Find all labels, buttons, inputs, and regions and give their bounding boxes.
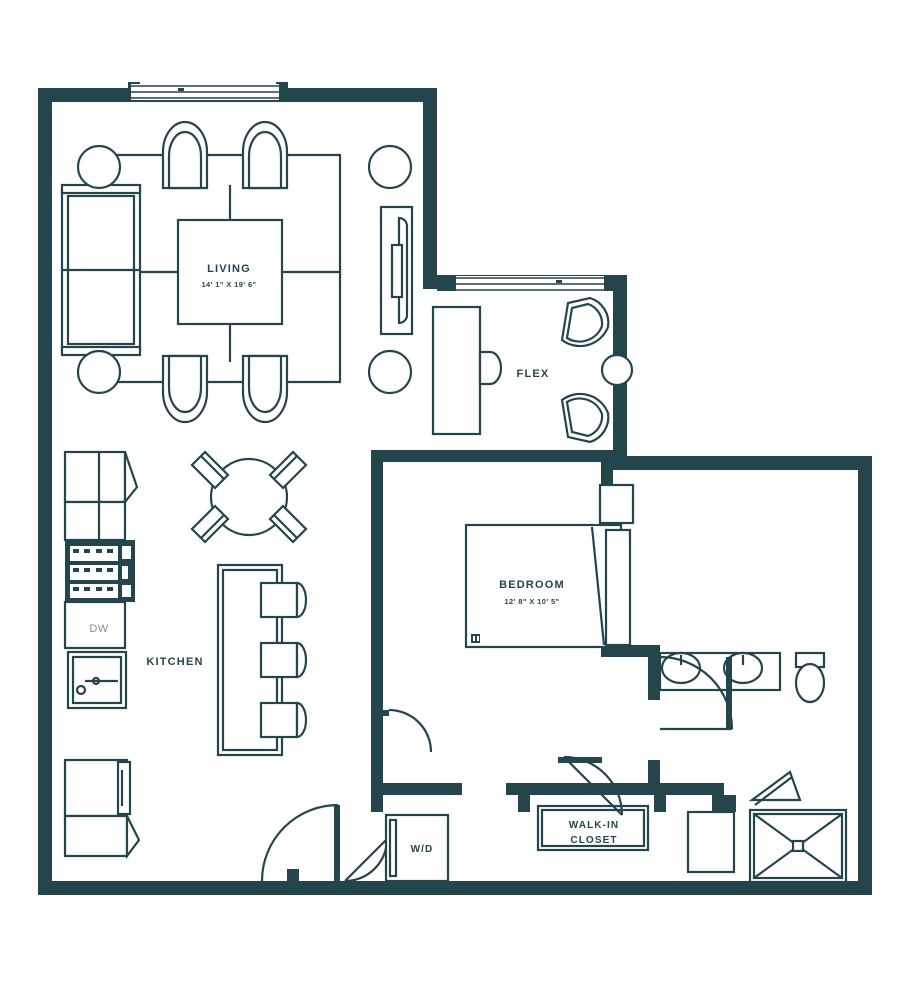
label-walk-in-closet-line1: WALK-IN — [569, 820, 619, 831]
sink-basin-right — [722, 651, 764, 685]
sink — [66, 650, 128, 710]
dining-chair-4 — [268, 504, 308, 544]
side-table-1 — [76, 144, 122, 190]
living-window-north — [131, 84, 279, 100]
label-flex: FLEX — [517, 368, 550, 380]
side-table-4 — [367, 349, 413, 395]
flex-furniture — [431, 296, 634, 444]
dining-chair-3 — [190, 504, 230, 544]
room-labels: LIVING 14' 1" X 19' 6" FLEX BEDROOM 12' … — [89, 263, 619, 855]
lounge-chair-2 — [560, 392, 610, 444]
kitchen-fixtures — [63, 450, 308, 860]
nightstand — [598, 483, 635, 525]
armchair-1 — [161, 120, 209, 190]
label-washer-dryer: W/D — [411, 844, 434, 855]
bar-stool-2 — [259, 641, 308, 679]
coffee-table — [176, 218, 284, 326]
armchair-4 — [241, 354, 289, 424]
side-table-2 — [76, 349, 122, 395]
armchair-2 — [241, 120, 289, 190]
laundry-door — [344, 838, 389, 883]
label-walk-in-closet-line2: CLOSET — [570, 835, 617, 846]
lounge-chair-1 — [560, 296, 610, 348]
bar-stool-3 — [259, 701, 308, 739]
sofa — [60, 183, 142, 357]
shower — [748, 808, 848, 884]
desk-chair — [478, 350, 503, 386]
dining-set — [190, 450, 308, 544]
label-dishwasher: DW — [89, 623, 108, 635]
dining-table — [209, 457, 289, 537]
bed — [464, 523, 632, 649]
refrigerator — [63, 758, 132, 818]
doors-group — [260, 655, 734, 883]
bathroom-fixtures — [658, 651, 848, 884]
armchair-3 — [161, 354, 209, 424]
toilet — [794, 651, 826, 704]
linen-cabinet — [686, 810, 736, 874]
desk — [431, 305, 482, 436]
range — [65, 540, 135, 602]
walls-group — [38, 82, 872, 895]
flex-window-north — [456, 276, 604, 292]
label-living-dimensions: 14' 1" X 19' 6" — [201, 280, 256, 289]
entry-door — [260, 803, 340, 882]
dining-chair-2 — [268, 450, 308, 490]
media-console — [379, 205, 414, 336]
flex-side-table — [600, 353, 634, 387]
label-kitchen: KITCHEN — [146, 656, 203, 668]
label-bedroom-dimensions: 12' 8" X 10' 5" — [504, 597, 559, 606]
bedroom-door — [383, 708, 433, 753]
label-living: LIVING — [207, 263, 251, 275]
bar-stool-1 — [259, 581, 308, 619]
living-room-furniture — [60, 120, 414, 424]
bedroom-furniture — [464, 483, 635, 649]
bathroom-door — [659, 655, 734, 731]
label-bedroom: BEDROOM — [499, 579, 565, 591]
closet-shelf — [536, 804, 650, 852]
washer-dryer-unit — [384, 813, 450, 883]
dining-chair-1 — [190, 450, 230, 490]
side-table-3 — [367, 144, 413, 190]
